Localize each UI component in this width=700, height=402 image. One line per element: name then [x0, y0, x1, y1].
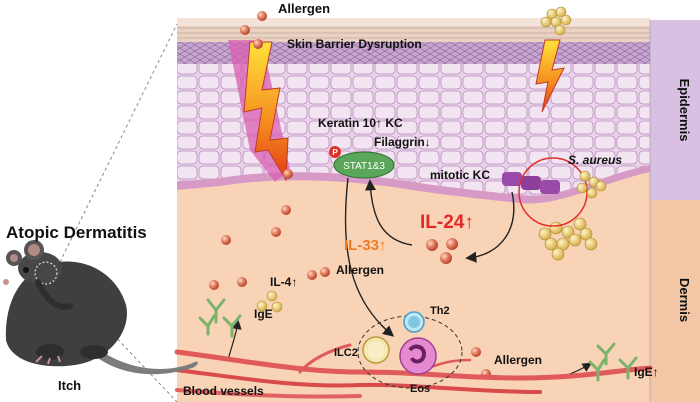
allergen-bottom-label: Allergen [494, 353, 542, 367]
epidermis-label: Epidermis [677, 79, 692, 142]
s-aureus-cluster-skin [576, 170, 607, 199]
s-aureus-label: S. aureus [568, 153, 622, 167]
mitotic-label: mitotic KC [430, 168, 490, 182]
disease-title: Atopic Dermatitis [6, 223, 147, 242]
ige-antibodies-right [588, 342, 638, 382]
immune-cluster-boundary [357, 315, 463, 389]
basal-layer [177, 165, 650, 204]
mouse-illustration [3, 240, 198, 375]
s-aureus-cluster-dermis [538, 217, 598, 261]
arrow-to-ige-left [227, 319, 242, 361]
th2-label: Th2 [430, 305, 450, 317]
blood-vessels [174, 343, 653, 399]
il4-particles [256, 290, 283, 313]
itch-spot-circle [34, 261, 58, 285]
dermis-label: Dermis [677, 278, 692, 322]
allergen-mid-label: Allergen [336, 263, 384, 277]
arrow-bacteria-to-il24 [465, 191, 515, 263]
eos-cell [399, 337, 437, 375]
phospho-badge [329, 146, 341, 158]
barrier-label: Skin Barrier Dysruption [287, 37, 422, 51]
epidermis-side-band [650, 20, 700, 200]
granular-layer [177, 42, 650, 64]
il33-label: IL-33↑ [344, 237, 387, 254]
corneum-lines [177, 27, 650, 39]
allergen-top-label: Allergen [278, 1, 330, 16]
s-aureus-cluster-top [540, 6, 572, 36]
stat-label: STAT1&3 [343, 161, 385, 172]
arrow-stat-to-immune [344, 177, 395, 337]
eos-label: Eos [410, 383, 430, 395]
bacteria-lightning-icon [535, 39, 565, 113]
phospho-label: P [332, 148, 338, 157]
arrow-il24-to-stat [364, 179, 413, 246]
il24-label: IL-24↑ [420, 212, 474, 233]
allergen-particles-top [240, 11, 267, 49]
skin-surface [177, 18, 650, 26]
filaggrin-label: Filaggrin↓ [374, 135, 431, 149]
zoom-guide-lines [59, 23, 178, 402]
dermis-side-band [650, 200, 700, 402]
ilc2-label: ILC2 [334, 347, 358, 359]
stat-molecule [333, 151, 395, 179]
allergen-particles-dermis [209, 169, 491, 379]
mitotic-kc-cells [502, 172, 560, 194]
blood-vessels-label: Blood vessels [183, 384, 264, 398]
ige-right-label: IgE↑ [634, 365, 659, 379]
keratin-label: Keratin 10↑ KC [318, 116, 403, 130]
ige-antibodies-left [198, 298, 242, 338]
il4-label: IL-4↑ [270, 275, 297, 289]
ige-left-label: IgE [254, 307, 273, 321]
il24-particles [426, 238, 458, 264]
barrier-lightning-icon [243, 41, 289, 182]
epidermis-layer [177, 40, 650, 196]
itch-label: Itch [58, 378, 81, 393]
